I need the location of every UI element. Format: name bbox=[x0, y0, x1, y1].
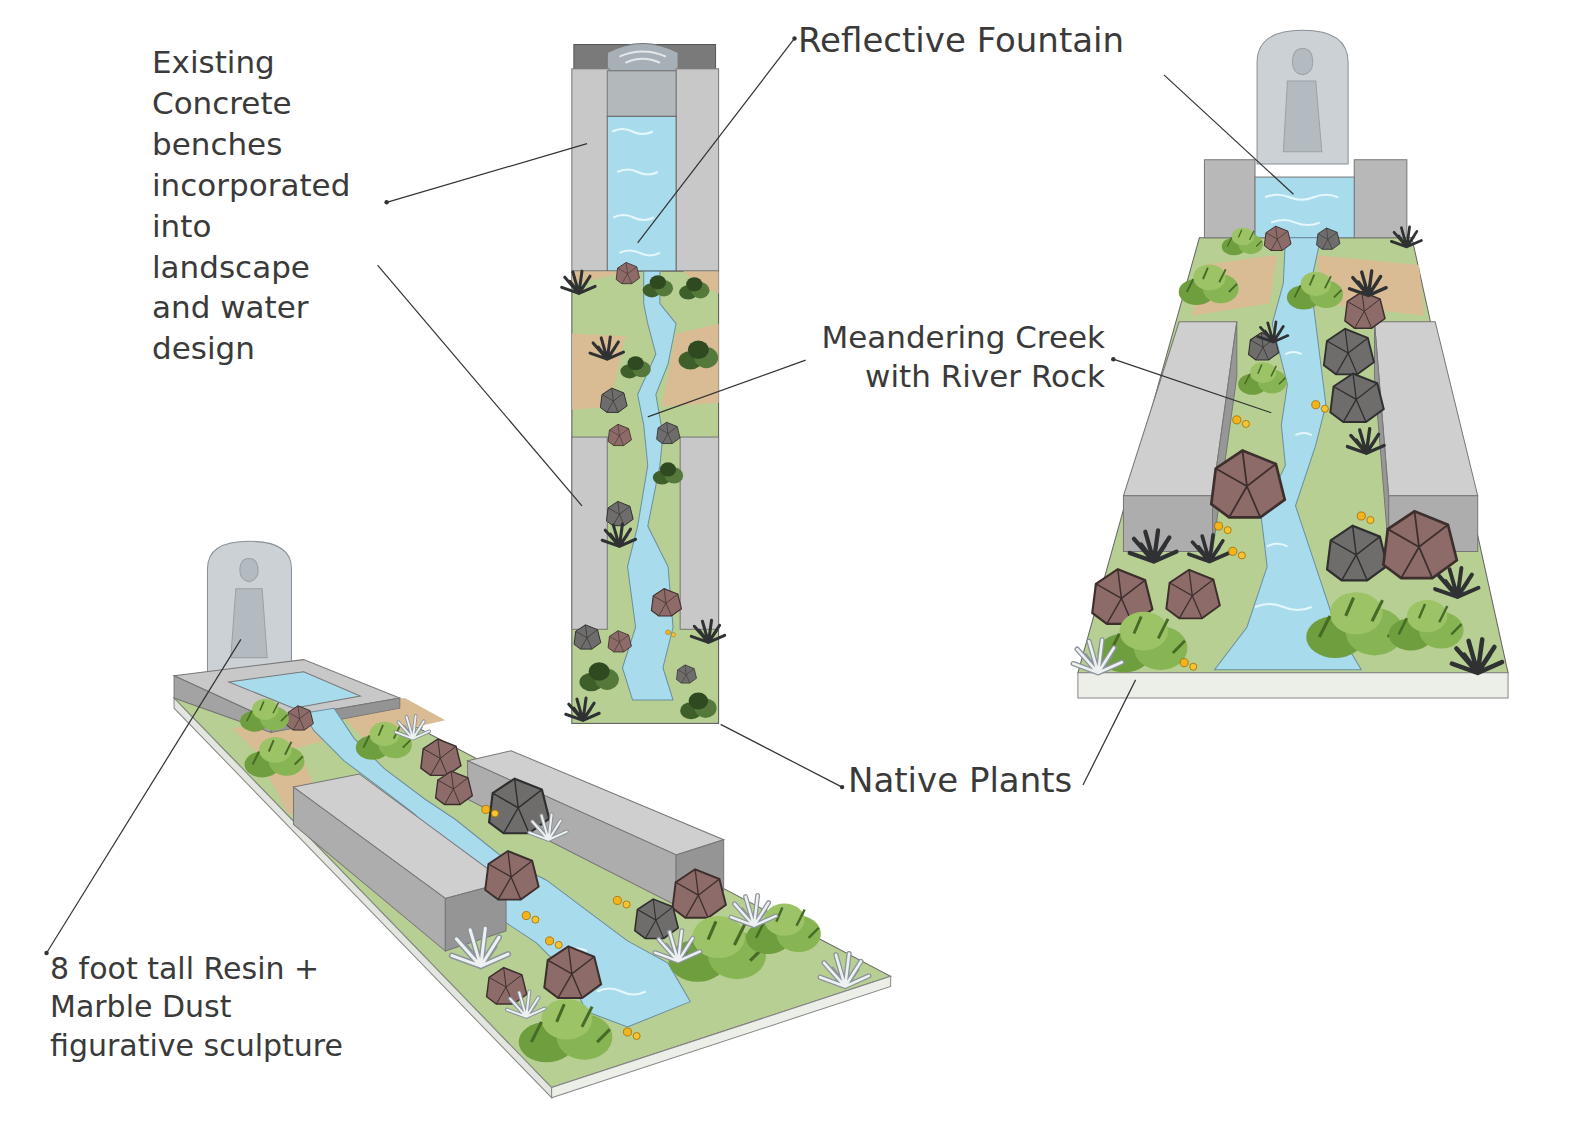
callout-label: 8 foot tall Resin + Marble Dust figurati… bbox=[50, 950, 380, 1065]
callout-label: Native Plants bbox=[848, 760, 1148, 801]
callout-label: Reflective Fountain bbox=[798, 20, 1178, 61]
perspective-view-right bbox=[1073, 30, 1508, 698]
leader-lines bbox=[47, 38, 1294, 953]
callout-label: Meandering Creek with River Rock bbox=[800, 318, 1105, 396]
plan-view bbox=[562, 44, 725, 724]
leader-dots bbox=[44, 36, 1115, 955]
callout-label: Existing Concrete benches incorporated i… bbox=[152, 42, 367, 369]
perspective-view-left bbox=[174, 541, 891, 1097]
